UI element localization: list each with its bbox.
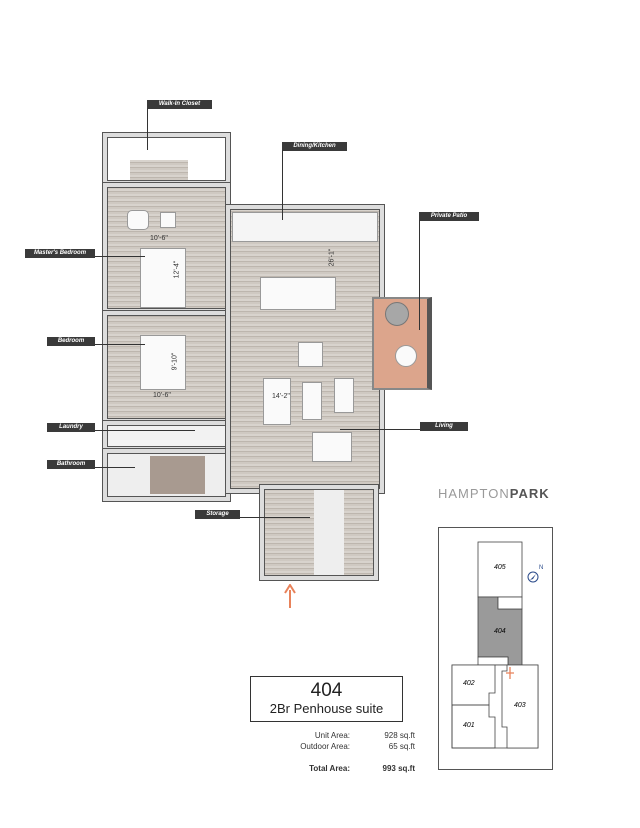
kitchen-counter bbox=[232, 212, 378, 242]
north-label: N bbox=[539, 565, 544, 571]
sofa bbox=[263, 378, 291, 425]
dining-table bbox=[260, 277, 336, 310]
unit-title-box: 404 2Br Penhouse suite bbox=[250, 676, 403, 722]
key-plan: 405 404 402 401 403 N bbox=[438, 527, 553, 770]
total-area-value: 993 sq.ft bbox=[382, 764, 415, 773]
laundry-room bbox=[103, 421, 230, 451]
bedroom-width-dimension: 10'-6" bbox=[153, 392, 171, 399]
living-width-dimension: 14'-2" bbox=[272, 393, 290, 400]
unit-area-value: 928 sq.ft bbox=[384, 731, 415, 740]
unit-name: 2Br Penhouse suite bbox=[269, 701, 384, 716]
label-walk-in-closet: Walk-In Closet bbox=[147, 100, 212, 109]
label-masters-bedroom: Master's Bedroom bbox=[25, 249, 95, 258]
floor-plan: 10'-6" 12'-4" 9'-10" 10'-6" 14'-2" 26'-1… bbox=[25, 100, 479, 608]
outdoor-area-label: Outdoor Area: bbox=[300, 742, 350, 751]
label-storage: Storage bbox=[195, 510, 240, 519]
label-bathroom: Bathroom bbox=[47, 460, 95, 469]
label-bedroom: Bedroom bbox=[47, 337, 95, 346]
entry-arrow-icon bbox=[284, 584, 296, 608]
brand-light: HAMPTON bbox=[438, 486, 510, 501]
private-patio-area bbox=[372, 297, 432, 390]
keyplan-label-402: 402 bbox=[463, 680, 475, 687]
unit-number: 404 bbox=[310, 680, 343, 701]
label-living: Living bbox=[420, 422, 468, 431]
kitchen-length-dimension: 26'-1" bbox=[328, 248, 336, 267]
bedroom-length-dimension: 9'-10" bbox=[171, 352, 179, 371]
bedroom-bed bbox=[140, 335, 186, 390]
master-length-dimension: 12'-4" bbox=[173, 260, 181, 279]
master-width-dimension: 10'-6" bbox=[150, 235, 168, 242]
keyplan-entry-marker-icon bbox=[506, 667, 514, 679]
keyplan-label-404: 404 bbox=[494, 628, 506, 635]
keyplan-unit-401 bbox=[451, 704, 496, 749]
north-compass-icon bbox=[527, 571, 539, 583]
label-dining-kitchen: Dining/Kitchen bbox=[282, 142, 347, 151]
master-bed bbox=[140, 248, 186, 308]
total-area-label: Total Area: bbox=[309, 764, 350, 773]
brand-bold: PARK bbox=[509, 486, 550, 501]
keyplan-label-403: 403 bbox=[514, 702, 526, 709]
keyplan-unit-403 bbox=[501, 664, 539, 749]
brand-logo: HAMPTONPARK bbox=[438, 486, 550, 501]
keyplan-unit-405 bbox=[477, 541, 523, 598]
outdoor-area-value: 65 sq.ft bbox=[388, 742, 415, 751]
unit-area-label: Unit Area: bbox=[314, 731, 350, 740]
keyplan-label-405: 405 bbox=[494, 564, 506, 571]
label-laundry: Laundry bbox=[47, 423, 95, 432]
label-private-patio: Private Patio bbox=[419, 212, 479, 221]
keyplan-label-401: 401 bbox=[463, 722, 475, 729]
